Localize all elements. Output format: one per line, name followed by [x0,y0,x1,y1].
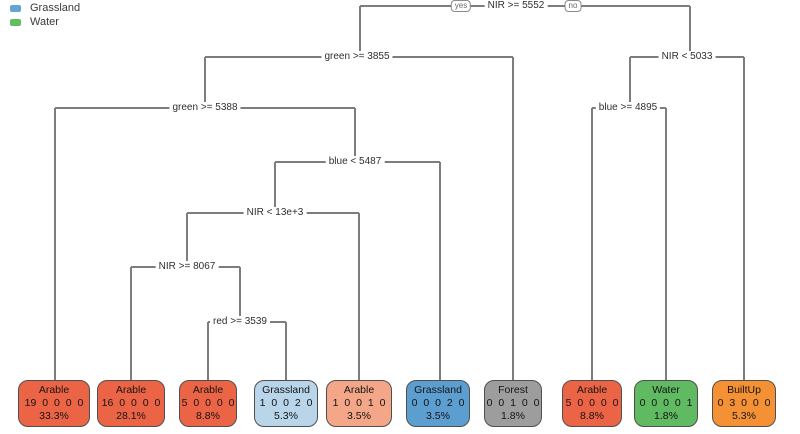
split-label-7: NIR >= 8067 [155,261,219,273]
split-label-4: blue >= 4895 [595,102,661,114]
leaf-counts: 1 0 0 1 0 [332,397,386,409]
leaf-pct: 1.8% [501,410,525,422]
leaf-counts: 0 0 1 0 0 [486,397,540,409]
split-label-2: NIR < 5033 [658,51,716,63]
leaf-pct: 3.5% [347,410,371,422]
leaf-counts: 0 3 0 0 0 [717,397,771,409]
leaf-counts: 16 0 0 0 0 [101,397,161,409]
leaf-class: Arable [192,384,224,396]
yes-badge: yes [450,0,472,12]
legend-item-grassland: Grassland [10,2,80,15]
split-label-6: NIR < 13e+3 [243,207,307,219]
leaf-pct: 8.8% [196,410,220,422]
split-label-3: green >= 5388 [169,102,241,114]
leaf-class: Arable [38,384,70,396]
leaf-pct: 28.1% [116,410,146,422]
leaf-pct: 33.3% [39,410,69,422]
no-badge: no [564,0,582,12]
leaf-class: BuiltUp [727,384,761,396]
leaf-counts: 0 0 0 0 1 [639,397,693,409]
leaf-counts: 5 0 0 0 0 [181,397,235,409]
class-legend: Grassland Water [10,2,80,30]
split-label-5: blue < 5487 [325,156,385,168]
leaf-class: Arable [115,384,147,396]
leaf-class: Grassland [414,384,462,396]
water-swatch-icon [10,19,21,26]
split-label-8: red >= 3539 [210,316,270,328]
leaf-pct: 8.8% [580,410,604,422]
leaf-class: Arable [343,384,375,396]
leaf-pct: 5.3% [732,410,756,422]
leaf-pct: 5.3% [274,410,298,422]
grassland-swatch-icon [10,5,21,12]
legend-label: Water [30,16,59,28]
legend-label: Grassland [30,2,81,14]
split-label-1: green >= 3855 [321,51,393,63]
legend-item-water: Water [10,16,80,29]
leaf-counts: 19 0 0 0 0 [24,397,84,409]
leaf-class: Grassland [262,384,310,396]
leaf-class: Water [652,384,680,396]
leaf-class: Arable [576,384,608,396]
leaf-counts: 5 0 0 0 0 [565,397,619,409]
leaf-counts: 0 0 0 2 0 [411,397,465,409]
leaf-counts: 1 0 0 2 0 [259,397,313,409]
split-label-0: NIR >= 5552 [484,0,548,12]
leaf-pct: 3.5% [426,410,450,422]
leaf-class: Forest [498,384,528,396]
leaf-pct: 1.8% [654,410,678,422]
